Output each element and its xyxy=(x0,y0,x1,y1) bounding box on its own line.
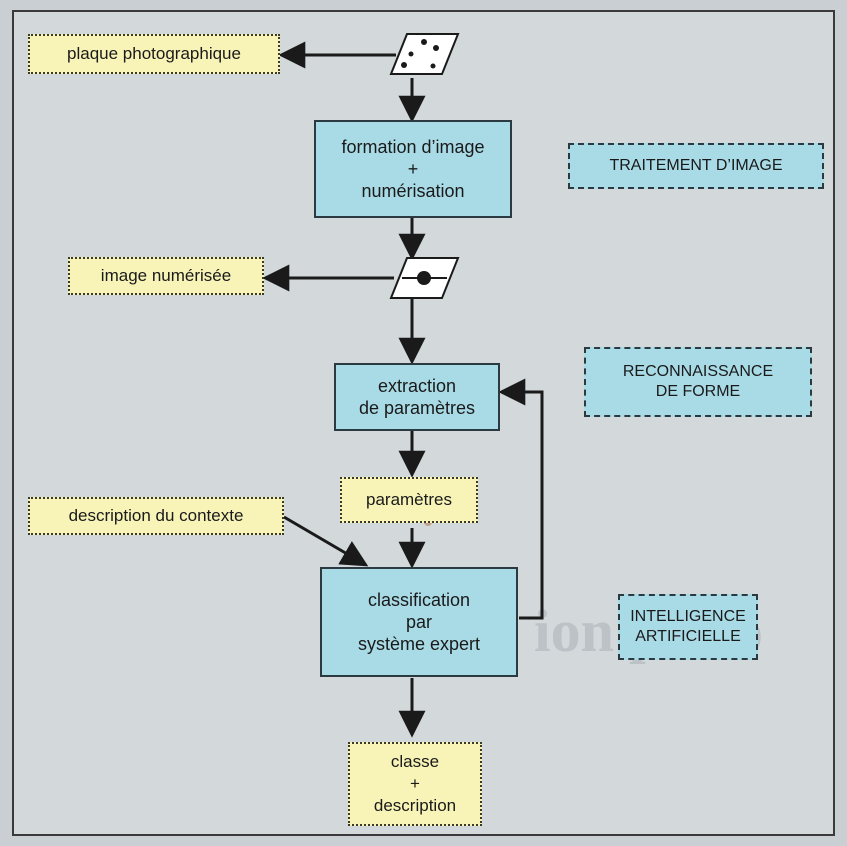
diagram-canvas: ion par o xyxy=(12,10,835,836)
category-intelligence-artificielle: INTELLIGENCE ARTIFICIELLE xyxy=(618,594,758,660)
category-reconnaissance-line2: DE FORME xyxy=(655,383,741,400)
connector-lines xyxy=(262,33,544,738)
node-contexte-label: description du contexte xyxy=(68,506,244,525)
node-classification-line3: système expert xyxy=(357,634,481,654)
category-reconnaissance-forme: RECONNAISSANCE DE FORME xyxy=(584,347,812,417)
node-classification-line2: par xyxy=(405,612,432,632)
node-classe-line3: description xyxy=(373,796,457,815)
category-reconnaissance-line1: RECONNAISSANCE xyxy=(622,363,774,380)
node-classification-expert: classification par système expert xyxy=(320,567,518,677)
node-formation-line1: formation d’image xyxy=(341,137,485,157)
node-parametres-label: paramètres xyxy=(366,490,452,509)
node-plaque-photographique: plaque photographique xyxy=(28,34,280,74)
node-formation-numerisation: formation d’image + numérisation xyxy=(314,120,512,218)
node-extraction-parametres: extraction de paramètres xyxy=(334,363,500,431)
category-traitement-label: TRAITEMENT D’IMAGE xyxy=(609,157,783,174)
node-classification-line1: classification xyxy=(367,590,471,610)
node-extraction-line1: extraction xyxy=(377,376,457,396)
feedback-loop xyxy=(498,378,544,620)
digital-image-icon xyxy=(389,257,460,299)
category-intelligence-line1: INTELLIGENCE xyxy=(630,608,746,625)
arrow-context-to-classification xyxy=(283,515,369,567)
node-image-numerisee-label: image numérisée xyxy=(100,266,232,285)
node-extraction-line2: de paramètres xyxy=(358,398,476,418)
photo-plate-icon xyxy=(389,33,460,75)
category-intelligence-line2: ARTIFICIELLE xyxy=(635,628,741,645)
node-formation-line3: numérisation xyxy=(361,181,465,201)
node-description-contexte: description du contexte xyxy=(28,497,284,535)
category-traitement-image: TRAITEMENT D’IMAGE xyxy=(568,143,824,189)
node-image-numerisee: image numérisée xyxy=(68,257,264,295)
node-formation-line2: + xyxy=(407,159,419,179)
node-parametres: paramètres xyxy=(340,477,478,523)
node-classe-description: classe + description xyxy=(348,742,482,826)
node-plaque-label: plaque photographique xyxy=(67,44,241,63)
node-classe-line2: + xyxy=(410,774,420,793)
node-classe-line1: classe xyxy=(390,752,440,771)
